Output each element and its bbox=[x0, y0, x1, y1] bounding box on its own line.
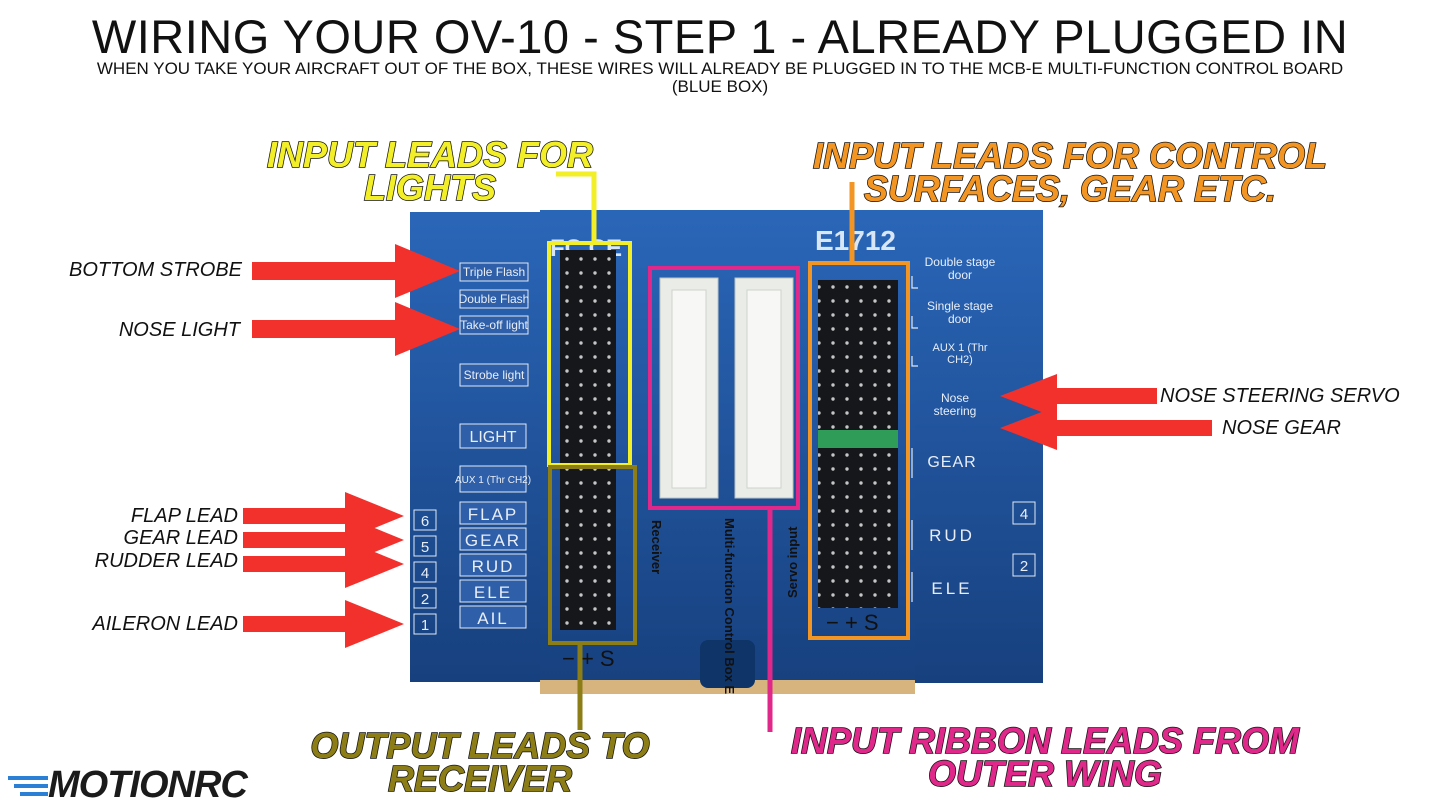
vertical-board-texts: Receiver Multi-function Control Box E Se… bbox=[649, 518, 800, 695]
label-nose-steering-servo: NOSE STEERING SERVO bbox=[1160, 385, 1400, 407]
label-bottom-strobe: BOTTOM STROBE bbox=[69, 259, 242, 281]
port-label: RUD bbox=[472, 557, 515, 576]
ribbon-connectors bbox=[659, 277, 794, 499]
receiver-text: Receiver bbox=[649, 520, 664, 574]
port-label: Triple Flash bbox=[463, 265, 525, 279]
port-label: Double Flash bbox=[459, 292, 530, 306]
servo-input-text: Servo input bbox=[785, 526, 800, 598]
arrow bbox=[243, 540, 404, 588]
port-label: ELE bbox=[474, 583, 512, 602]
channel-number: 4 bbox=[421, 565, 429, 582]
port-label: GEAR bbox=[927, 454, 976, 471]
port-label: FLAP bbox=[468, 505, 519, 524]
channel-number: 2 bbox=[421, 591, 429, 608]
receiver-box bbox=[548, 465, 637, 645]
label-flap-lead: FLAP LEAD bbox=[130, 505, 238, 527]
arrow bbox=[1000, 406, 1212, 450]
page-title: WIRING YOUR OV-10 - STEP 1 - ALREADY PLU… bbox=[91, 10, 1349, 63]
page-subtitle: WHEN YOU TAKE YOUR AIRCRAFT OUT OF THE B… bbox=[96, 59, 1344, 96]
channel-number: 4 bbox=[1020, 506, 1028, 523]
right-port-labels: Double stage door Single stage door AUX … bbox=[924, 256, 996, 598]
port-label: Take-off light bbox=[460, 318, 528, 332]
port-label: AUX 1 (Thr CH2) bbox=[455, 475, 531, 486]
board-name-text: Multi-function Control Box E bbox=[722, 518, 737, 695]
port-label: Single stage door bbox=[926, 300, 994, 326]
arrow bbox=[1000, 374, 1157, 418]
pcb-green bbox=[818, 430, 898, 448]
channel-number: 2 bbox=[1020, 558, 1028, 575]
callout-ribbon: INPUT RIBBON LEADS FROM OUTER WING bbox=[790, 720, 1300, 794]
right-brackets bbox=[911, 276, 918, 602]
red-arrows bbox=[243, 244, 1212, 648]
label-nose-light: NOSE LIGHT bbox=[118, 319, 240, 341]
control-box bbox=[808, 261, 910, 640]
callout-control-surfaces: INPUT LEADS FOR CONTROL SURFACES, GEAR E… bbox=[812, 135, 1327, 209]
left-channel-labels: FLAP GEAR RUD ELE AIL bbox=[459, 501, 527, 629]
port-label: LIGHT bbox=[469, 429, 516, 446]
label-gear-lead: GEAR LEAD bbox=[123, 527, 238, 549]
polarity-label: − + S bbox=[562, 646, 615, 671]
board-tab bbox=[700, 640, 755, 688]
arrow bbox=[252, 244, 460, 298]
port-label: AUX 1 (Thr CH2) bbox=[932, 342, 988, 366]
port-label: GEAR bbox=[465, 531, 521, 550]
left-pin-header bbox=[560, 250, 616, 630]
arrow bbox=[243, 600, 404, 648]
left-channel-numbers: 6 5 4 2 1 bbox=[413, 509, 437, 635]
callout-receiver: OUTPUT LEADS TO RECEIVER bbox=[310, 725, 651, 799]
polarity-label-right: − + S bbox=[826, 610, 879, 635]
arrow bbox=[252, 302, 460, 356]
board-right-panel bbox=[915, 210, 1043, 683]
brand-wordmark: MOTIONRC bbox=[48, 764, 248, 806]
port-label: Nose steering bbox=[933, 392, 977, 418]
right-channel-numbers: 4 2 bbox=[1012, 501, 1036, 577]
brand-logo: MOTIONRC bbox=[8, 764, 308, 806]
ribbon-box bbox=[648, 266, 800, 510]
port-label: AIL bbox=[477, 609, 509, 628]
port-label: Double stage door bbox=[924, 256, 996, 282]
board-model: E1712 bbox=[815, 225, 896, 256]
port-label: RUD bbox=[929, 526, 975, 545]
port-label: ELE bbox=[931, 579, 972, 598]
channel-number: 6 bbox=[421, 513, 429, 530]
label-rudder-lead: RUDDER LEAD bbox=[94, 550, 238, 572]
callout-lights: INPUT LEADS FOR LIGHTS bbox=[266, 134, 594, 208]
label-aileron-lead: AILERON LEAD bbox=[92, 613, 238, 635]
lights-leader bbox=[556, 171, 597, 243]
label-nose-gear: NOSE GEAR bbox=[1222, 417, 1341, 439]
logo-streaks bbox=[8, 776, 48, 796]
channel-number: 5 bbox=[421, 539, 429, 556]
left-port-labels: Triple Flash Double Flash Take-off light… bbox=[455, 262, 531, 493]
port-label: Strobe light bbox=[464, 368, 525, 382]
right-pin-header-top bbox=[818, 280, 898, 430]
channel-number: 1 bbox=[421, 617, 429, 634]
right-pin-header-bottom bbox=[818, 448, 898, 608]
